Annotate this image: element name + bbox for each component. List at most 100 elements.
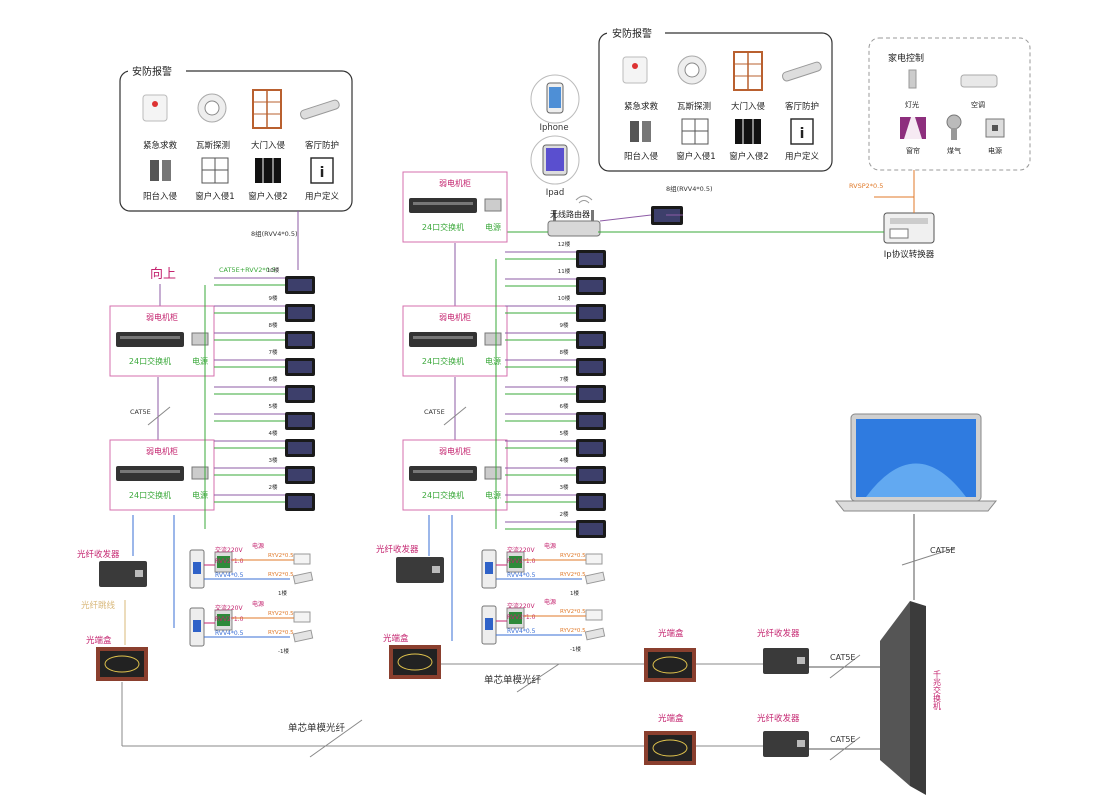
floor-monitor: 7楼 (214, 348, 315, 376)
window-sensor-icon (255, 158, 281, 183)
floor-label: 3楼 (269, 456, 278, 464)
fiber-terminal-box (644, 731, 696, 765)
floor-monitor: 11楼 (505, 267, 606, 295)
fiber-terminal-box (644, 648, 696, 682)
alarm-item-label: 用户定义 (305, 191, 340, 202)
alarm-item-label: 窗户入侵1 (195, 191, 234, 202)
floor-monitor: 4楼 (505, 456, 606, 484)
user-defined-icon: i (790, 118, 814, 145)
fiber-transceiver-device (99, 561, 147, 587)
exit-button-icon (584, 627, 606, 641)
power-socket-icon (985, 118, 1005, 138)
window-sensor-icon (201, 157, 229, 184)
floor-monitor: 5楼 (505, 429, 606, 457)
alarm-item-label: 大门入侵 (251, 140, 286, 151)
floor-monitor: 10楼 (505, 294, 606, 322)
alarm-item-label: 紧急求救 (143, 140, 178, 151)
power-supply (484, 198, 502, 212)
cabinet-title: 弱电机柜 (146, 446, 178, 456)
top-cable-lines (159, 170, 915, 306)
ipad-device: Ipad (530, 135, 580, 198)
floor-label: 9楼 (269, 294, 278, 302)
weak-current-cabinet: 弱电机柜24口交换机电源 (402, 439, 508, 511)
fiber-box-label: 光端盒 (383, 633, 409, 644)
floor-monitor: 8楼 (214, 321, 315, 349)
light-icon (908, 69, 917, 89)
floor-label: 5楼 (269, 402, 278, 410)
fiber-transceiver-device (763, 648, 809, 674)
power-label: 电源 (252, 600, 264, 608)
floor-monitor: 10楼 (214, 266, 315, 294)
alarm-panel-title: 安防报警 (612, 27, 652, 40)
fiber-cable-label: 单芯单模光纤 (484, 674, 542, 686)
exit-button-icon (292, 629, 314, 643)
floor-label: 3楼 (560, 483, 569, 491)
door-station-unit: 交流220V电源RVV2*1.0RVV4*0.5RYV2*0.5RYV2*0.5… (189, 600, 314, 655)
floor-label: 9楼 (560, 321, 569, 329)
ac-label: 交流220V (507, 602, 535, 610)
fiber-transceiver-label: 光纤收发器 (77, 549, 120, 560)
floor-label: -1楼 (278, 647, 289, 655)
floor-label: 1楼 (278, 589, 287, 597)
ryv-label: RYV2*0.5 (560, 572, 586, 578)
switch-label: 24口交换机 (422, 356, 464, 366)
window-sensor-icon (681, 118, 709, 145)
floor-label: 11楼 (558, 267, 571, 275)
alarm-item-label: 紧急求救 (624, 101, 659, 112)
alarm-item-label: 瓦斯探测 (196, 140, 230, 151)
floor-monitor: 9楼 (505, 321, 606, 349)
alarm-item-label: 阳台入侵 (143, 191, 178, 202)
switch-label: 24口交换机 (422, 222, 464, 232)
ryv-label: RYV2*0.5 (268, 572, 294, 578)
weak-current-cabinet: 弱电机柜24口交换机电源 (402, 171, 508, 243)
floor-monitor: 3楼 (214, 456, 315, 484)
fiber-jumper-label: 光纤跳线 (81, 600, 116, 611)
ryv-label: RYV2*0.5 (560, 553, 586, 559)
floor-monitor: 3楼 (505, 483, 606, 511)
floor-label: 8楼 (560, 348, 569, 356)
rvv4-label: RVV4*0.5 (507, 572, 536, 579)
network-switch (409, 198, 477, 213)
electric-lock-icon (585, 609, 603, 621)
alarm-item-label: 阳台入侵 (624, 151, 659, 162)
exit-button-icon (584, 571, 606, 585)
power-label: 电源 (192, 490, 208, 500)
cable-label: CAT5E (830, 653, 855, 662)
alarm-panel-left: 安防报警 紧急求救 瓦斯探测 大门入侵 客厅防护 (119, 64, 353, 212)
ryv-label: RYV2*0.5 (268, 611, 294, 617)
fiber-transceiver-device (763, 731, 809, 757)
power-label: 电源 (544, 598, 556, 606)
switch-label: 24口交换机 (129, 490, 171, 500)
electric-lock-icon (293, 553, 311, 565)
cabinet-title: 弱电机柜 (146, 312, 178, 322)
weak-current-cabinet: 弱电机柜 24口交换机 电源 (109, 439, 215, 511)
rvv2-label: RVV2*1.0 (215, 558, 244, 565)
electric-lock-icon (585, 553, 603, 565)
appliance-label: 灯光 (905, 100, 919, 109)
appliance-control-panel: 家电控制 灯光 空调 窗帘 煤气 电源 (868, 37, 1031, 171)
direction-up-label: 向上 (150, 266, 176, 282)
fiber-box-label: 光端盒 (658, 713, 684, 724)
weak-current-cabinet: 弱电机柜24口交换机电源 (402, 305, 508, 377)
ryv-label: RYV2*0.5 (560, 628, 586, 634)
power-supply (191, 466, 209, 480)
power-label: 电源 (544, 542, 556, 550)
alarm-item-label: 客厅防护 (305, 140, 339, 151)
floor-label: 2楼 (560, 510, 569, 518)
rvv4-label: RVV4*0.5 (215, 572, 244, 579)
cabinet-title: 弱电机柜 (439, 446, 471, 456)
iphone-label: Iphone (539, 123, 568, 133)
balcony-sensor-icon (150, 160, 171, 181)
floor-label: -1楼 (570, 645, 581, 653)
appliance-label: 煤气 (947, 146, 961, 155)
fiber-box-label: 光端盒 (86, 635, 112, 646)
cable-label: CAT5E (830, 735, 855, 744)
power-label: 电源 (192, 356, 208, 366)
alarm-item-label: 窗户入侵1 (676, 151, 715, 162)
alarm-item-label: 瓦斯探测 (677, 101, 711, 112)
ac-label: 交流220V (507, 546, 535, 554)
cable-label: CAT5E+RVV2*0.5 (219, 266, 276, 274)
network-switch (116, 332, 184, 347)
appliance-label: 电源 (988, 146, 1002, 155)
door-station-unit: 交流220V电源RVV2*1.0RVV4*0.5RYV2*0.5RYV2*0.5… (481, 598, 606, 653)
